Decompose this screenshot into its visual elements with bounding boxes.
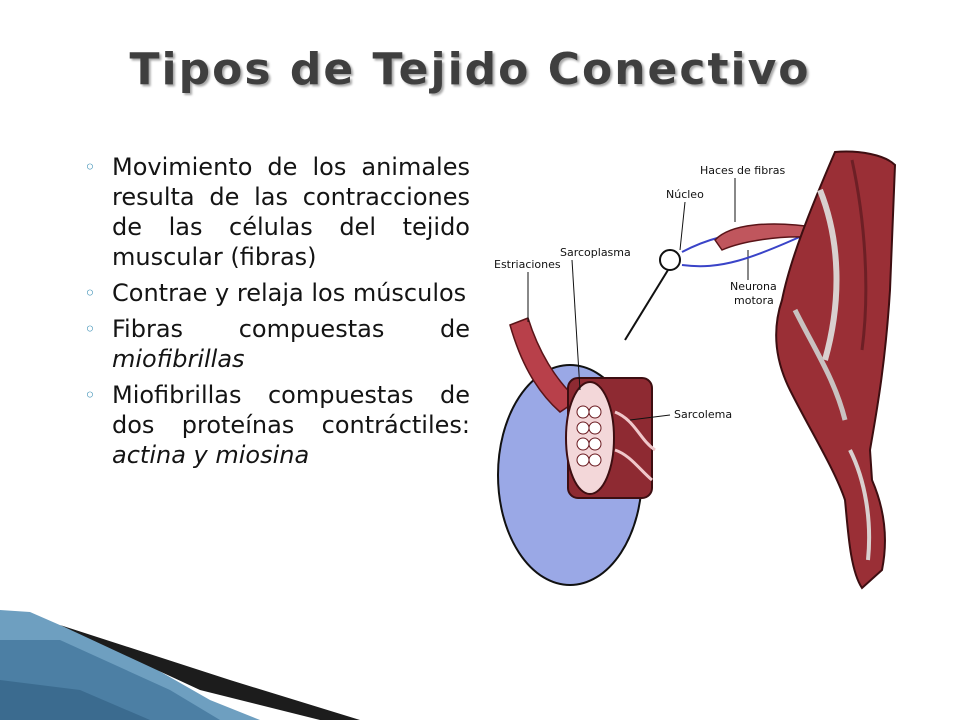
label-estriaciones: Estriaciones xyxy=(494,258,561,271)
leg-muscles xyxy=(775,150,897,590)
connector-line xyxy=(624,269,669,341)
bullet-text: Miofibrillas compuestas de dos proteínas… xyxy=(112,381,470,439)
bullet-circle-icon: ◦ xyxy=(84,281,96,305)
fiber-bundle xyxy=(509,317,656,499)
label-sarcoplasma: Sarcoplasma xyxy=(560,246,631,259)
bullet-circle-icon: ◦ xyxy=(84,383,96,407)
bullet-item: ◦ Movimiento de los animales resulta de … xyxy=(84,152,470,272)
label-sarcolema: Sarcolema xyxy=(674,408,732,421)
bullet-text: Movimiento de los animales resulta de la… xyxy=(112,153,470,271)
bullet-text: Contrae y relaja los músculos xyxy=(112,279,467,307)
bullet-item: ◦ Fibras compuestas de miofibrillas xyxy=(84,314,470,374)
bullet-circle-icon: ◦ xyxy=(84,155,96,179)
bullet-item: ◦ Contrae y relaja los músculos xyxy=(84,278,470,308)
bullet-list: ◦ Movimiento de los animales resulta de … xyxy=(84,152,470,476)
label-neurona-2: motora xyxy=(734,294,774,307)
bullet-italic-text: miofibrillas xyxy=(112,345,245,373)
label-haces: Haces de fibras xyxy=(700,164,785,177)
bullet-item: ◦ Miofibrillas compuestas de dos proteín… xyxy=(84,380,470,470)
bullet-italic-text: actina y miosina xyxy=(112,441,310,469)
slide-title: Tipos de Tejido Conectivo xyxy=(129,44,811,95)
bullet-circle-icon: ◦ xyxy=(84,317,96,341)
muscle-diagram: Haces de fibras Núcleo Estriaciones Sarc… xyxy=(494,150,897,590)
label-nucleo: Núcleo xyxy=(666,188,704,201)
label-neurona-1: Neurona xyxy=(730,280,777,293)
small-circle xyxy=(659,249,681,271)
bullet-text: Fibras compuestas de xyxy=(112,315,470,343)
